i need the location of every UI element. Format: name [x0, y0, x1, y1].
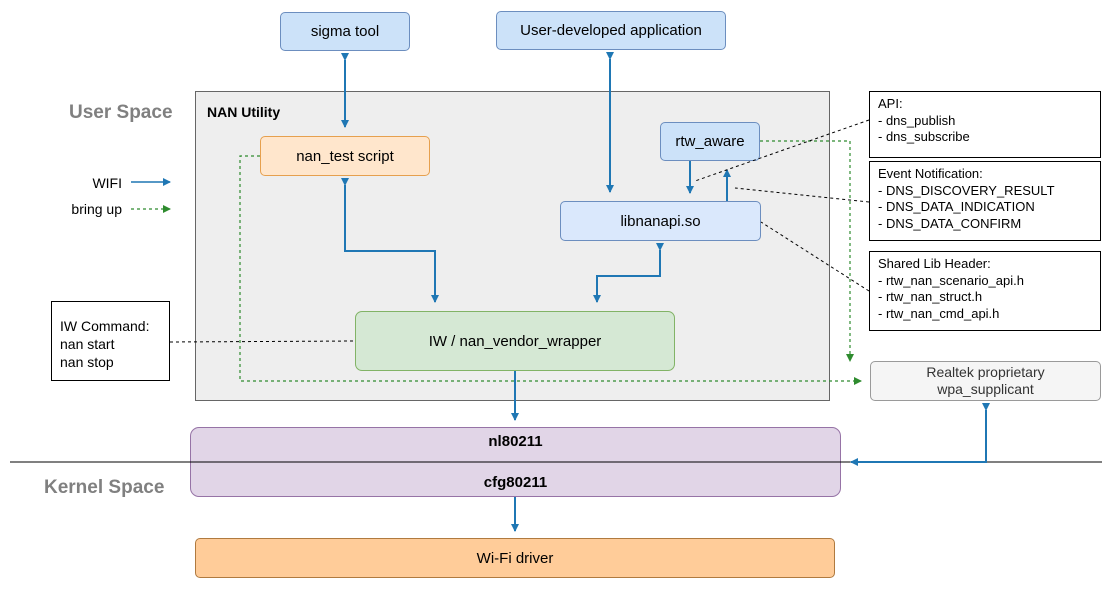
libnanapi-box: libnanapi.so: [560, 201, 761, 241]
shared-lib-header-note: Shared Lib Header: - rtw_nan_scenario_ap…: [869, 251, 1101, 331]
realtek-wpa-supplicant-box: Realtek proprietary wpa_supplicant: [870, 361, 1101, 401]
iw-command-note: IW Command: nan start nan stop: [51, 301, 170, 381]
api-note-title: API:: [878, 96, 903, 111]
realtek-label-line2: wpa_supplicant: [937, 381, 1034, 397]
event-note-item: - DNS_DATA_CONFIRM: [878, 215, 1022, 231]
rtw-aware-bringup-arrow: [760, 140, 854, 362]
shared-lib-note-title: Shared Lib Header:: [878, 256, 991, 271]
user-space-label: User Space: [69, 102, 173, 123]
iw-command-item: nan start: [60, 336, 115, 352]
script-to-wrapper-arrow: [341, 178, 439, 303]
api-note-item: - dns_publish: [878, 112, 956, 128]
event-note-title: Event Notification:: [878, 166, 983, 181]
shared-lib-note-item: - rtw_nan_scenario_api.h: [878, 272, 1024, 288]
iw-nan-vendor-wrapper-box: IW / nan_vendor_wrapper: [355, 311, 675, 371]
iw-command-item: nan stop: [60, 354, 114, 370]
api-note-item: - dns_subscribe: [878, 129, 970, 144]
event-note-item: - DNS_DISCOVERY_RESULT: [878, 182, 1055, 198]
kernel-space-label: Kernel Space: [44, 477, 165, 498]
event-note-item: - DNS_DATA_INDICATION: [878, 199, 1035, 214]
realtek-label-line1: Realtek proprietary: [926, 364, 1045, 380]
nan-test-script-box: nan_test script: [260, 136, 430, 176]
rtw-aware-box: rtw_aware: [660, 122, 760, 161]
libnanapi-to-wrapper-arrow: [593, 243, 664, 303]
sigma-tool-box: sigma tool: [280, 12, 410, 51]
legend-bringup-label: bring up: [71, 201, 122, 217]
event-note-connector: [734, 187, 870, 203]
shared-lib-note-item: - rtw_nan_struct.h: [878, 289, 983, 304]
wifi-driver-box: Wi-Fi driver: [195, 538, 835, 578]
api-note-connector: [694, 119, 870, 182]
event-notification-note: Event Notification: - DNS_DISCOVERY_RESU…: [869, 161, 1101, 241]
legend-wifi-label: WIFI: [92, 175, 122, 191]
nl80211-label: nl80211: [488, 433, 543, 450]
nan-utility-label: NAN Utility: [207, 104, 281, 120]
user-application-box: User-developed application: [496, 11, 726, 50]
iw-command-title: IW Command:: [60, 318, 150, 334]
shared-lib-note-connector: [760, 221, 870, 292]
api-note: API: - dns_publish - dns_subscribe: [869, 91, 1101, 158]
cfg80211-label: cfg80211: [483, 474, 548, 491]
shared-lib-note-item: - rtw_nan_cmd_api.h: [878, 305, 1000, 321]
supplicant-to-nl80211-arrow: [850, 403, 990, 466]
iw-command-note-connector: [169, 340, 356, 343]
script-bringup-arrow: [239, 155, 862, 385]
